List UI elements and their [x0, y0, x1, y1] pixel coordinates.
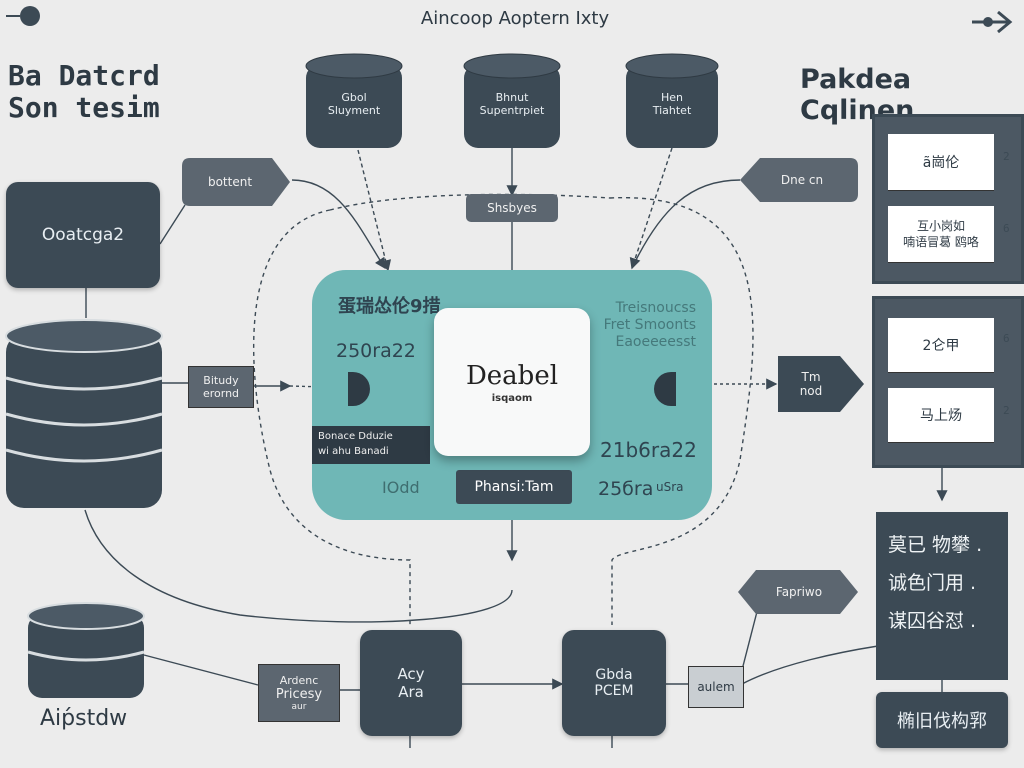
- panel-b-card-2[interactable]: 马上炀: [888, 388, 994, 443]
- core-bottom-right-value: 25бra: [598, 478, 654, 500]
- panel-b-index-2: 2: [1003, 404, 1010, 417]
- node-line: Gbda: [595, 667, 633, 683]
- central-hub[interactable]: Deabel isqaom: [434, 308, 590, 456]
- tag-line: nod: [799, 384, 823, 398]
- tag-line: aur: [291, 702, 307, 712]
- core-list-item: Eaoeeeesst: [615, 334, 696, 350]
- core-top-left-label: 蛋瑞怂伦9措: [338, 296, 441, 317]
- core-bottom-left-text: IOdd: [382, 478, 420, 497]
- arrow-right-icon: [970, 10, 1014, 38]
- tag-tm[interactable]: Tm nod: [776, 360, 846, 408]
- db-node-hen[interactable]: Hen Tiahtet: [626, 82, 718, 126]
- core-right-value: 21b6ra22: [600, 438, 697, 462]
- dashed-loop-right: [609, 197, 754, 625]
- panel-b-index-1: 6: [1003, 332, 1010, 345]
- panel-a-index-1: 2: [1003, 150, 1010, 163]
- right-title: Pakdea Cqlinen: [800, 64, 915, 126]
- panel-b-card-1[interactable]: 2仑甲: [888, 318, 994, 373]
- left-title: Ba Datcrd Son tesim: [8, 60, 160, 124]
- node-line: Acy: [397, 665, 425, 683]
- tag-shsbyes[interactable]: Shsbyes: [466, 194, 558, 222]
- core-list-item: Fret Smoonts: [603, 317, 696, 333]
- tag-shape: [738, 570, 858, 614]
- database-icon: [27, 602, 145, 698]
- tag-line: Tm: [801, 370, 821, 384]
- dark-panel-line: 谋囚谷怼 .: [888, 610, 977, 632]
- tag-bitudy[interactable]: Bitudy erornd: [188, 366, 254, 408]
- panel-a-card-2[interactable]: 互小岗如 喃语冒葛 鸥咯: [888, 206, 994, 263]
- database-icon: [305, 53, 403, 148]
- db-label-bottom: Sluyment: [327, 104, 381, 117]
- tag-pricesy[interactable]: Ardenc Pricesy aur: [258, 664, 340, 722]
- tag-line: Pricesy: [275, 687, 323, 702]
- node-line: Ara: [398, 683, 424, 701]
- record-dot-icon: [6, 4, 42, 32]
- db-label-bottom: Tiahtet: [652, 104, 692, 117]
- tag-shape: [740, 158, 858, 202]
- db-label-top: Bhnut: [495, 91, 529, 104]
- right-port-icon: [654, 372, 676, 406]
- db-node-bhnut[interactable]: Bhnut Supentrpiet: [464, 82, 560, 126]
- core-left-value: 250ra22: [336, 340, 416, 362]
- tag-aulem[interactable]: aulem: [688, 666, 744, 708]
- db-label-top: Hen: [660, 91, 683, 104]
- stacked-database-icon: [5, 319, 163, 508]
- right-dark-panel: 莫已 物攀 . 诚色门用 . 谋囚谷怼 .: [876, 512, 1008, 680]
- source-node-box[interactable]: Ooatcga2: [6, 182, 160, 288]
- core-badge: Bonace Dduzie wi ahu Banadi: [312, 426, 430, 464]
- badge-line: Bonace Dduzie: [318, 431, 393, 442]
- bottom-left-label: Aiṕstdw: [40, 706, 128, 731]
- tag-shape: [182, 158, 290, 206]
- tag-line: erornd: [202, 387, 240, 400]
- panel-a-index-2: 6: [1003, 222, 1010, 235]
- node-line: PCEM: [594, 683, 634, 699]
- tag-dne-cn[interactable]: Dne cn: [780, 173, 824, 187]
- core-top-right-list: Treisnoucss Fret Smoonts Eaoeeeesst: [584, 300, 696, 351]
- left-port-icon: [348, 372, 370, 406]
- db-label-bottom: Supentrpiet: [479, 104, 545, 117]
- core-list-item: Treisnoucss: [615, 300, 696, 316]
- panel-a-card-1[interactable]: ã崗伦: [888, 134, 994, 191]
- dark-panel-line: 诚色门用 .: [888, 572, 977, 594]
- core-action-button[interactable]: Phansi:Tam: [456, 470, 572, 504]
- dashed-loop: [252, 209, 411, 625]
- database-icon: [463, 53, 561, 148]
- tag-shape: [778, 356, 864, 412]
- tag-line: Bitudy: [203, 374, 239, 387]
- badge-line: wi ahu Banadi: [318, 446, 389, 457]
- node-aqr[interactable]: Acy Ara: [360, 630, 462, 736]
- db-node-gbol[interactable]: Gbol Sluyment: [306, 82, 402, 126]
- tag-bottent[interactable]: bottent: [207, 175, 253, 189]
- line-db1: [357, 149, 392, 272]
- hub-title: Deabel: [465, 360, 559, 391]
- line-db3: [629, 147, 673, 270]
- tag-fapriwo[interactable]: Fapriwo: [775, 585, 823, 599]
- tag-line: Ardenc: [279, 674, 319, 687]
- database-icon: [625, 53, 719, 148]
- dark-panel-line: 莫已 物攀 .: [888, 534, 983, 556]
- diagram-title: Aincoop Aoptern Ixty: [420, 8, 610, 29]
- footer-box[interactable]: 椭旧伐构郛: [876, 692, 1008, 748]
- left-title-line2: Son tesim: [8, 91, 160, 124]
- db-label-top: Gbol: [341, 91, 367, 104]
- core-bottom-right-small: uSra: [656, 480, 684, 494]
- left-title-line1: Ba Datcrd: [8, 59, 160, 92]
- hub-subtitle: isqaom: [491, 392, 533, 404]
- node-pcem[interactable]: Gbda PCEM: [562, 630, 666, 736]
